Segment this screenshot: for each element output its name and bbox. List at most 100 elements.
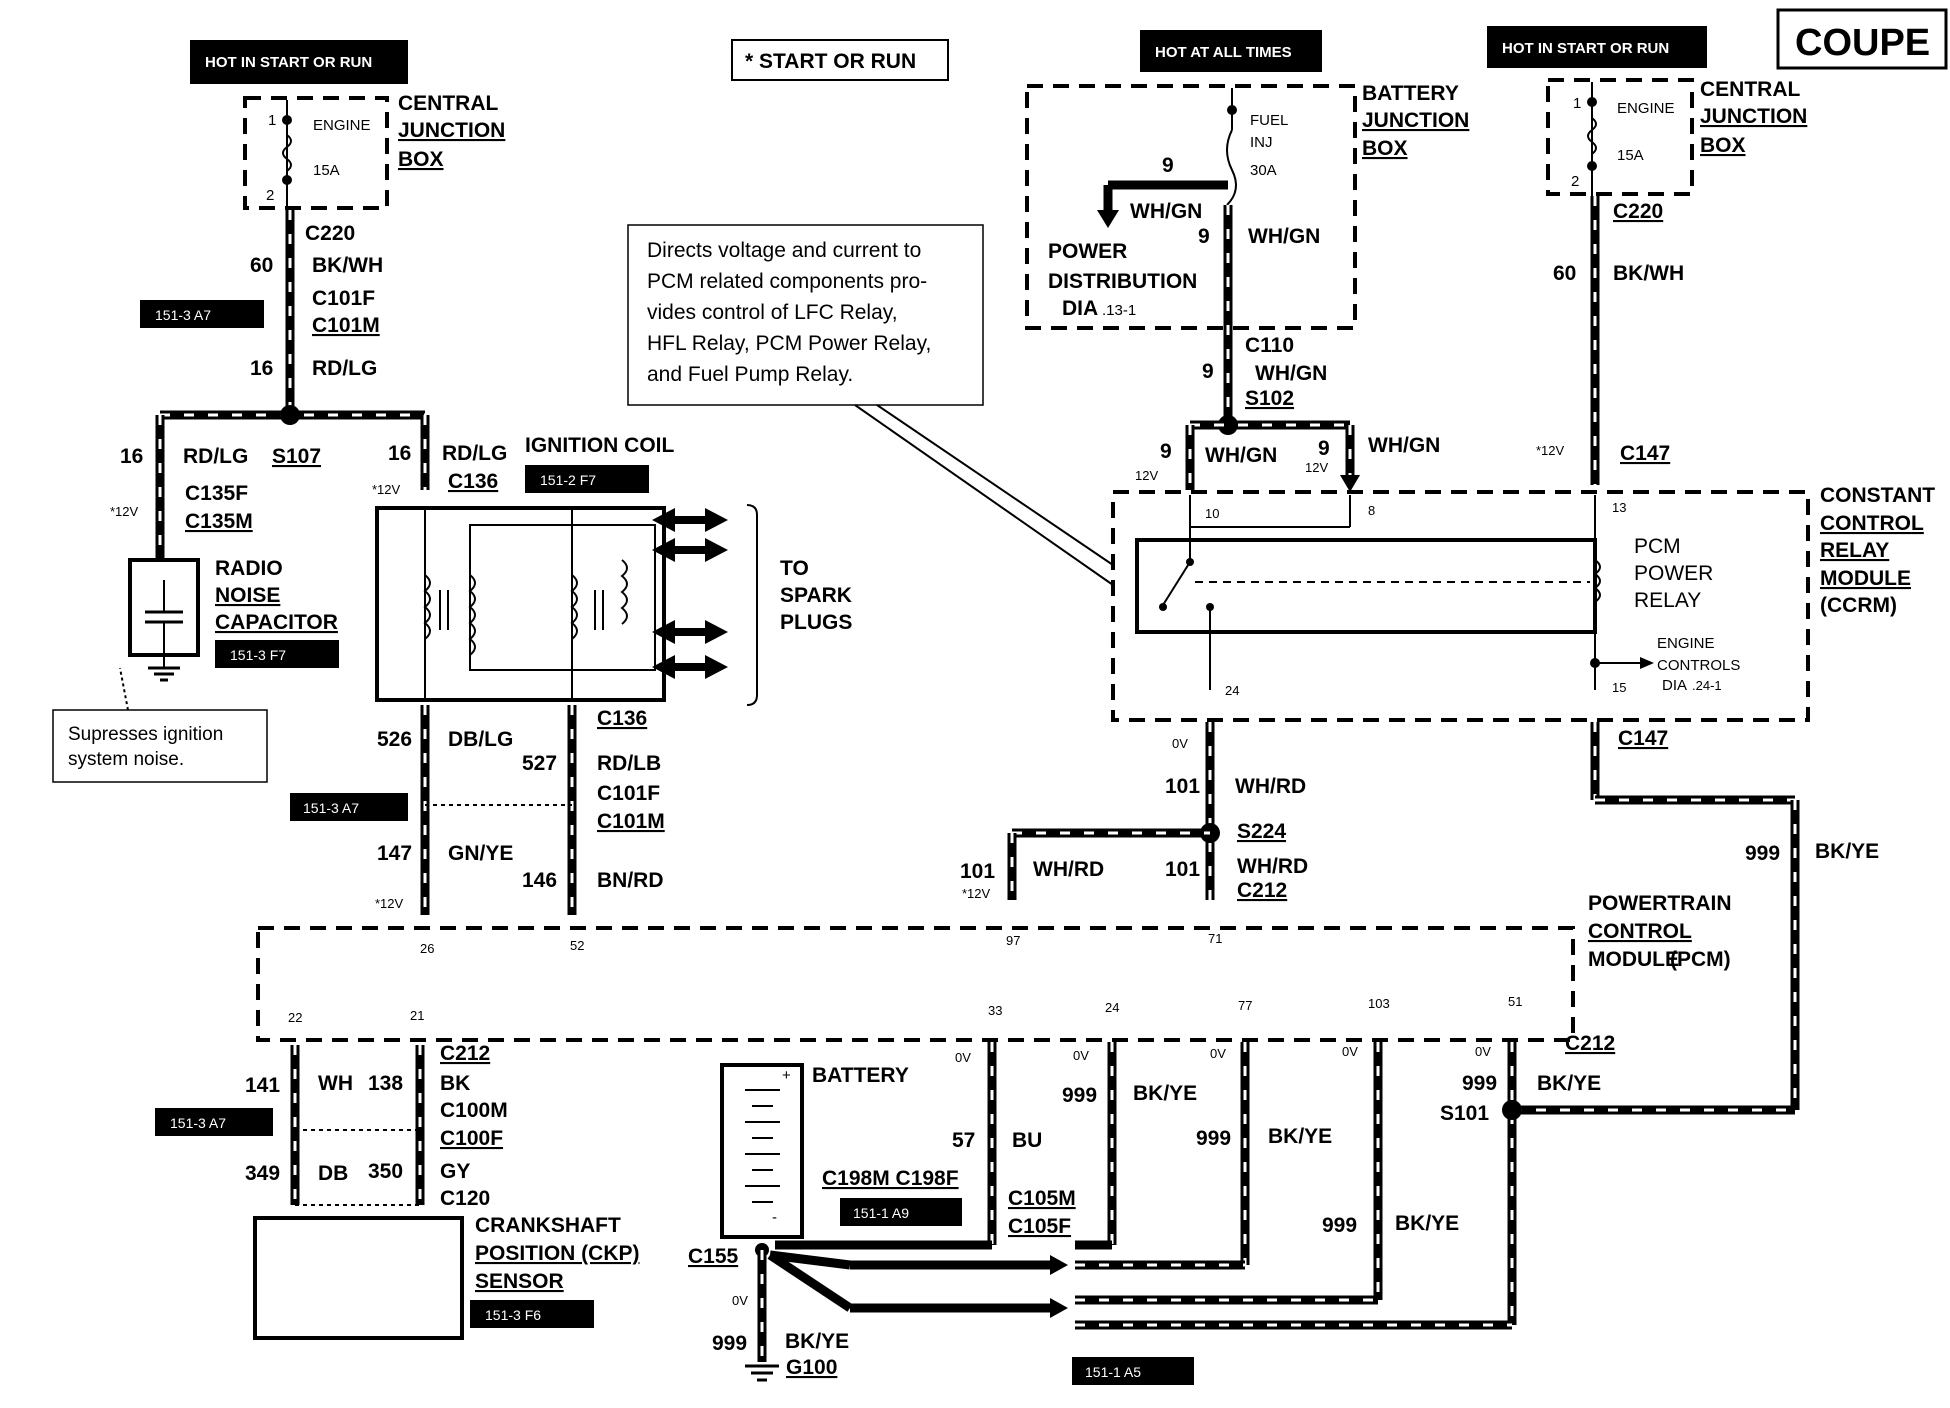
lbl-c147-bot: C147 [1618, 727, 1668, 750]
lbl-c135f: C135F [185, 482, 248, 505]
ref-r2: 151-2 F7 [540, 472, 596, 488]
ec-l1: ENGINE [1657, 635, 1715, 652]
lbl-bu: BU [1012, 1129, 1042, 1152]
cjb-left-amp: 15A [313, 162, 340, 179]
lbl-whgn-c: WH/GN [1255, 362, 1327, 385]
lbl-12v-f: *12V [1536, 443, 1565, 458]
lbl-s102: S102 [1245, 387, 1294, 410]
batt-plus: + [782, 1067, 791, 1084]
lbl-bkye-e: BK/YE [1395, 1212, 1459, 1235]
batt-minus: - [772, 1209, 777, 1226]
lbl-9-b: 9 [1198, 225, 1210, 248]
lbl-g100: G100 [786, 1356, 837, 1379]
lbl-12v-c: *12V [375, 896, 404, 911]
lbl-350: 350 [368, 1160, 403, 1183]
lbl-138: 138 [368, 1072, 403, 1095]
lbl-c101m-b: C101M [597, 810, 665, 833]
lbl-146: 146 [522, 869, 557, 892]
lbl-0v-a: 0V [1172, 736, 1188, 751]
bjb-f1: FUEL [1250, 112, 1288, 129]
lbl-12v-e: 12V [1135, 468, 1158, 483]
pd-l1: POWER [1048, 240, 1127, 263]
pcm-power-relay [1135, 538, 1597, 634]
lbl-12v-a: *12V [110, 504, 139, 519]
radio-l2: NOISE [215, 584, 280, 607]
coupe-badge: COUPE [1795, 22, 1930, 64]
lbl-gy: GY [440, 1160, 470, 1183]
pcm-l4: (PCM) [1670, 948, 1731, 971]
lbl-c136-top: C136 [448, 470, 498, 493]
lbl-101-a: 101 [1165, 775, 1200, 798]
lbl-0v-f: 0V [1342, 1044, 1358, 1059]
pin-8: 8 [1368, 503, 1375, 518]
lbl-9-d: 9 [1160, 440, 1172, 463]
bjb-l1: BATTERY [1362, 82, 1459, 105]
relay-l1: PCM [1634, 535, 1681, 558]
pin-71: 71 [1208, 931, 1222, 946]
lbl-whrd-a: WH/RD [1235, 775, 1306, 798]
lbl-rdlg-left: RD/LG [312, 357, 377, 380]
pin-10: 10 [1205, 506, 1219, 521]
ref-r8: 151-1 A5 [1085, 1364, 1141, 1380]
lbl-147: 147 [377, 842, 412, 865]
pin-77: 77 [1238, 998, 1252, 1013]
ccrm-l4: MODULE [1820, 567, 1911, 590]
lbl-527: 527 [522, 752, 557, 775]
lbl-999-f: 999 [1462, 1072, 1497, 1095]
ec-l3: DIA [1662, 677, 1687, 694]
lbl-bk: BK [440, 1072, 470, 1095]
cjb-left-pin1: 1 [268, 112, 276, 129]
pin-97: 97 [1006, 933, 1020, 948]
lbl-bkwh-right: BK/WH [1613, 262, 1684, 285]
cjb-left-box [243, 96, 389, 210]
lbl-bkye-c: BK/YE [1133, 1082, 1197, 1105]
lbl-s101: S101 [1440, 1102, 1489, 1125]
lbl-bkye-f: BK/YE [1537, 1072, 1601, 1095]
header-center-box [731, 39, 949, 81]
ref-r7: 151-1 A9 [853, 1205, 909, 1221]
lbl-whgn-e: WH/GN [1368, 434, 1440, 457]
lbl-c147-top: C147 [1620, 442, 1670, 465]
header-bjb-box [1140, 30, 1322, 72]
pcm-note-l3: vides control of LFC Relay, [647, 301, 898, 324]
lbl-c212-c: C212 [1565, 1032, 1615, 1055]
ccrm-l1: CONSTANT [1820, 484, 1935, 507]
lbl-141: 141 [245, 1074, 280, 1097]
coil-label: IGNITION COIL [525, 434, 675, 457]
lbl-c135m: C135M [185, 510, 253, 533]
lbl-wh: WH [318, 1072, 353, 1095]
lbl-bkwh-left: BK/WH [312, 254, 383, 277]
radio-l3: CAPACITOR [215, 611, 338, 634]
lbl-c101m-left: C101M [312, 314, 380, 337]
relay-l2: POWER [1634, 562, 1713, 585]
spark-arrows [652, 508, 728, 679]
lbl-12v-g: *12V [962, 886, 991, 901]
lbl-bkye-d: BK/YE [1268, 1125, 1332, 1148]
pin-22: 22 [288, 1010, 302, 1025]
lbl-101-b: 101 [960, 860, 995, 883]
pd-l2: DISTRIBUTION [1048, 270, 1197, 293]
lbl-60-right: 60 [1553, 262, 1576, 285]
cjb-left-pin2: 2 [266, 187, 274, 204]
pcm-note-l2: PCM related components pro- [647, 270, 927, 293]
ec-l4: .24-1 [1692, 678, 1722, 693]
pin-103: 103 [1368, 996, 1390, 1011]
cjb-right-fuse: ENGINE [1617, 100, 1675, 117]
cjb-right-l2: JUNCTION [1700, 105, 1807, 128]
lbl-c100m: C100M [440, 1099, 508, 1122]
header-bjb: HOT AT ALL TIMES [1155, 44, 1292, 61]
lbl-9-c: 9 [1202, 360, 1214, 383]
lbl-12v-d: 12V [1305, 460, 1328, 475]
ckp-l1: CRANKSHAFT [475, 1214, 621, 1237]
cap-note-l1: Supresses ignition [68, 724, 223, 745]
bjb-l3: BOX [1362, 137, 1408, 160]
lbl-bnrd: BN/RD [597, 869, 664, 892]
lbl-0v-c: 0V [955, 1050, 971, 1065]
pcm-note-box [627, 224, 984, 406]
ignition-coil [375, 506, 666, 702]
pin-33: 33 [988, 1003, 1002, 1018]
lbl-9-e: 9 [1318, 437, 1330, 460]
lbl-c105m: C105M [1008, 1187, 1076, 1210]
pd-l4: .13-1 [1102, 302, 1136, 319]
lbl-12v-b: *12V [372, 482, 401, 497]
